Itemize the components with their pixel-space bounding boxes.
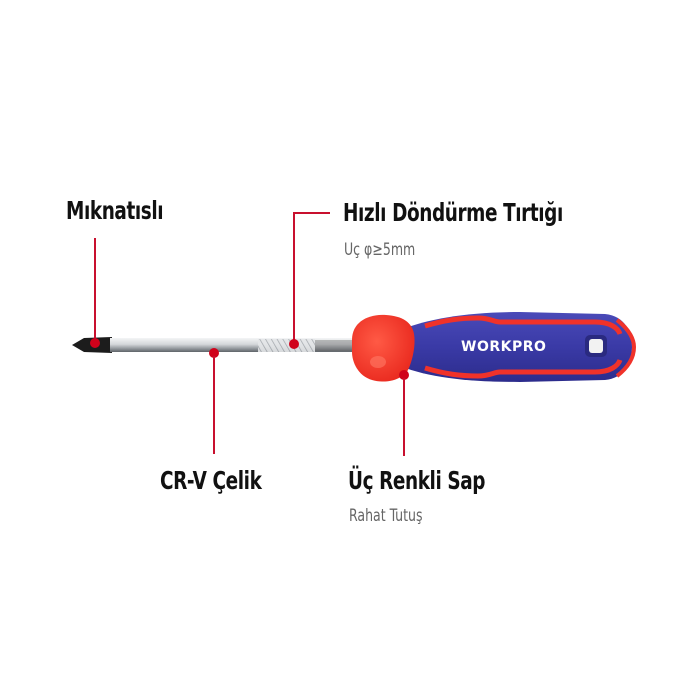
callout-magnetic-title: Mıknatıslı <box>66 196 164 225</box>
callout-knurl-line-h <box>293 212 330 214</box>
callout-magnetic-line <box>94 238 96 342</box>
callout-knurl-title: Hızlı Döndürme Tırtığı <box>343 198 563 227</box>
callout-knurl-subtitle: Uç φ≥5mm <box>344 240 416 260</box>
callout-knurl-line-v <box>293 212 295 342</box>
callout-magnetic-dot <box>90 338 100 348</box>
callout-handle-dot <box>399 370 409 380</box>
brand-logo: WORKPRO <box>461 339 547 355</box>
callout-handle-title: Üç Renkli Sap <box>348 466 486 495</box>
callout-handle-line <box>403 378 405 456</box>
callout-steel-title: CR-V Çelik <box>160 466 262 495</box>
callout-steel-dot <box>209 348 219 358</box>
callout-handle-subtitle: Rahat Tutuş <box>349 506 423 526</box>
callout-steel-line <box>213 356 215 454</box>
callout-knurl-dot <box>289 339 299 349</box>
